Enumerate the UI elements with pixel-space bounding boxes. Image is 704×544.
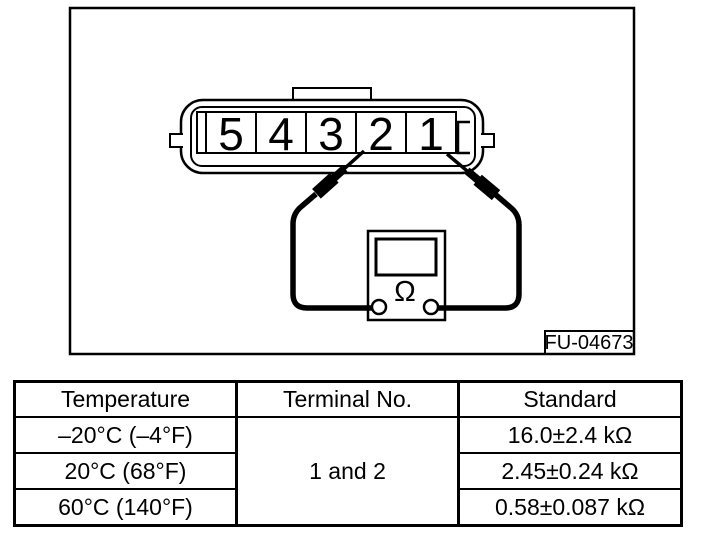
probe-terminal-2	[312, 149, 366, 199]
terminal-cell: 1 and 2	[235, 416, 460, 527]
pin-label-1: 1	[418, 108, 444, 160]
spec-table-wrap: Temperature Terminal No. Standard –20°C …	[13, 380, 683, 527]
test-lead-right-wire	[435, 192, 522, 311]
standard-cell: 2.45±0.24 kΩ	[457, 452, 683, 490]
terminal-cavity-4	[255, 111, 307, 154]
ohm-symbol: Ω	[394, 276, 416, 308]
temperature-cell: –20°C (–4°F)	[13, 416, 238, 454]
standard-cell: 0.58±0.087 kΩ	[457, 488, 683, 527]
temperature-cell: 20°C (68°F)	[13, 452, 238, 490]
terminal-cavity-1	[405, 111, 457, 154]
table-header-row: Temperature Terminal No. Standard	[13, 380, 683, 418]
measurement-diagram: 5 4 3 2 1 Ω FU-04673	[68, 6, 636, 356]
col-header-standard: Standard	[457, 380, 683, 418]
standard-cell: 16.0±2.4 kΩ	[457, 416, 683, 454]
table-row: 20°C (68°F) 2.45±0.24 kΩ	[13, 452, 683, 490]
connector-left-nub	[169, 133, 183, 148]
connector-key-bracket	[456, 120, 470, 155]
table-row: –20°C (–4°F) 1 and 2 16.0±2.4 kΩ	[13, 416, 683, 527]
terminal-cavity-2	[355, 111, 407, 154]
meter-jack-left	[370, 298, 388, 316]
table-row: 60°C (140°F) 0.58±0.087 kΩ	[13, 488, 683, 527]
probe-terminal-1	[445, 152, 501, 201]
terminal-cavity-3	[305, 111, 357, 154]
meter-jack-right	[422, 298, 440, 316]
pin-label-3: 3	[318, 108, 344, 160]
pin-label-5: 5	[218, 108, 244, 160]
multimeter-display	[374, 237, 438, 277]
figure-id-label: FU-04673	[545, 332, 634, 354]
col-header-temperature: Temperature	[13, 380, 238, 418]
connector-right-nub	[481, 133, 495, 148]
pin-label-4: 4	[268, 108, 294, 160]
connector-end-strip	[196, 111, 207, 154]
col-header-terminal: Terminal No.	[235, 380, 460, 418]
figure-frame	[68, 6, 636, 356]
figure-id-box	[544, 330, 633, 353]
test-lead-left-wire	[290, 191, 374, 311]
resistance-spec-table: Temperature Terminal No. Standard –20°C …	[13, 380, 683, 527]
pin-label-2: 2	[368, 108, 394, 160]
temperature-cell: 60°C (140°F)	[13, 488, 238, 527]
